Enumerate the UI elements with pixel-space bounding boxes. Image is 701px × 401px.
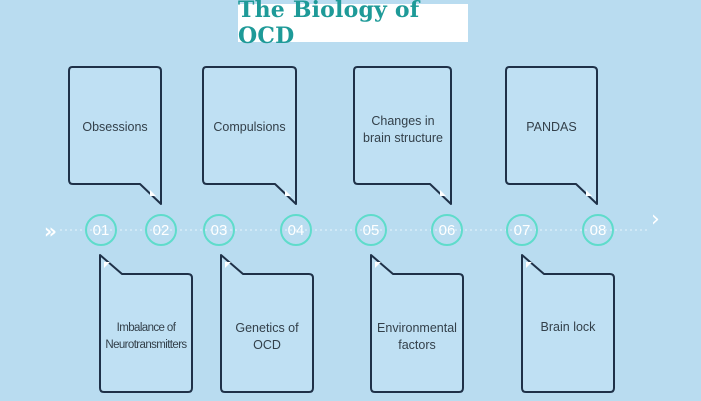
bottom-card-2-text: Genetics of OCD (235, 321, 299, 352)
top-card-3-corner-mark (440, 190, 446, 196)
bottom-card-1-text: Imbalance of Neurotransmitters (105, 322, 187, 351)
bottom-card-3-shape (370, 254, 464, 393)
timeline-node-07: 07 (506, 214, 538, 246)
top-card-1-corner-mark (150, 190, 156, 196)
timeline-node-03: 03 (203, 214, 235, 246)
top-card-2-corner-mark (285, 190, 291, 196)
top-card-3-shape (353, 66, 452, 205)
bottom-card-4-corner-mark (526, 262, 532, 268)
bottom-card-4-shape (521, 254, 615, 393)
bottom-card-2-shape (220, 254, 314, 393)
bottom-card-4-text: Brain lock (540, 319, 596, 334)
timeline-node-06: 06 (431, 214, 463, 246)
top-card-2-text: Compulsions (213, 119, 286, 134)
page-title: The Biology of OCD (238, 0, 420, 49)
bottom-card-3-corner-mark (375, 262, 381, 268)
top-card-3-text: Changes in brain structure (363, 114, 443, 145)
top-card-4-text: PANDAS (526, 119, 577, 134)
bottom-card-1-corner-mark (104, 262, 110, 268)
title-box: The Biology of OCD (238, 0, 468, 49)
bottom-card-1-shape (99, 254, 193, 393)
bottom-card-3-text: Environmental factors (377, 321, 457, 352)
timeline-node-05: 05 (355, 214, 387, 246)
top-card-4-shape (505, 66, 598, 205)
top-card-2-shape (202, 66, 297, 205)
bottom-card-2-corner-mark (225, 262, 231, 268)
timeline-node-02: 02 (145, 214, 177, 246)
top-card-1-text: Obsessions (82, 119, 148, 134)
double-chevron-right-icon: » (44, 219, 57, 243)
top-card-4-corner-mark (586, 190, 592, 196)
timeline-node-08: 08 (582, 214, 614, 246)
chevron-right-icon: › (651, 207, 660, 232)
timeline-node-01: 01 (85, 214, 117, 246)
top-card-1-shape (68, 66, 162, 205)
timeline-node-04: 04 (280, 214, 312, 246)
